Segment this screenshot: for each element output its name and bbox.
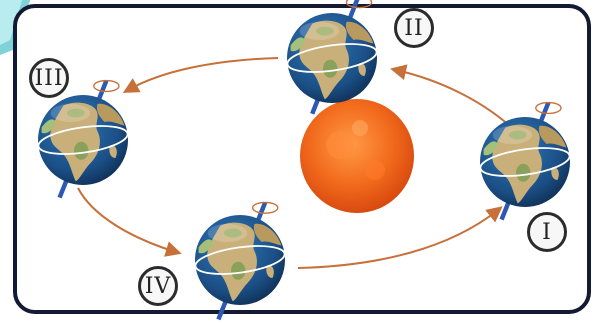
label-position-4: IV <box>138 266 178 306</box>
orbit-arc-4-to-1 <box>298 210 498 268</box>
earth-position-2 <box>286 0 379 114</box>
orbit-arc-2-to-3 <box>128 58 278 90</box>
orbit-arc-1-to-2 <box>396 70 510 126</box>
label-position-3: III <box>29 58 69 98</box>
label-position-1: I <box>527 212 567 252</box>
earth-position-1 <box>479 103 572 220</box>
earth-position-3 <box>37 81 130 198</box>
earth-position-4 <box>194 202 287 319</box>
label-position-2: II <box>394 8 434 48</box>
sun <box>300 99 414 213</box>
orbit-arc-3-to-4 <box>78 188 176 252</box>
